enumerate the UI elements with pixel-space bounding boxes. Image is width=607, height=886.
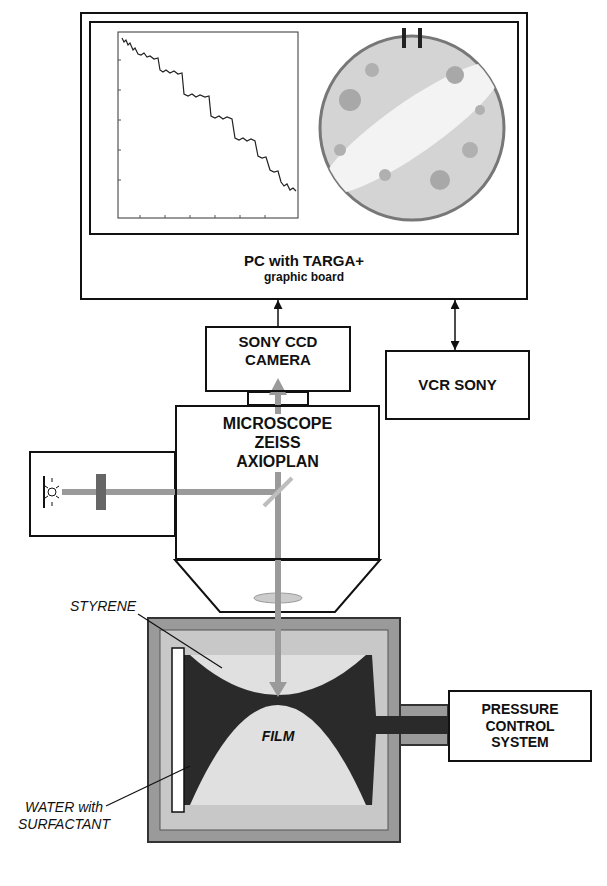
device-label: VCR SONY [418,376,496,394]
filter [96,474,106,510]
cell-interior [160,630,388,830]
leader-line [138,614,222,668]
device-box: PC with TARGA+graphic board [80,12,528,300]
part-label: WATER with SURFACTANT [18,799,110,833]
lamp-reflector [43,476,45,508]
beam-arrowhead [269,682,287,697]
device-label: PC with TARGA+ [244,252,364,270]
device-label: SONY CCD CAMERA [216,333,340,369]
device-label: PRESSURE CONTROL SYSTEM [481,701,558,751]
device-label: graphic board [264,270,344,284]
chart-frame [118,32,298,218]
leader-line [106,766,190,806]
part-label: FILM [262,728,295,745]
device-box: VCR SONY [385,350,530,420]
film-image-detail [307,44,517,213]
device-box: SONY CCD CAMERA [205,326,351,392]
screen-panel [90,22,518,234]
chart-ticks [118,60,265,218]
electrode [402,28,406,48]
capillary-channel [364,655,448,805]
light-beam [62,489,278,495]
lamp-symbol [45,478,59,506]
cell-frame [172,648,184,812]
microscope-box: MICROSCOPE ZEISS AXIOPLAN [175,405,380,560]
device-label: MICROSCOPE ZEISS AXIOPLAN [220,414,335,472]
step-curve [122,38,296,191]
signal-connector [277,300,279,326]
device-box: PRESSURE CONTROL SYSTEM [448,690,592,762]
beam-splitter [264,478,292,506]
signal-connector [454,300,456,350]
beam-arrowhead [269,378,287,395]
cell-housing [148,618,400,842]
styrene-bottom [190,705,366,805]
part-label: STYRENE [70,598,136,615]
electrode [418,28,422,48]
